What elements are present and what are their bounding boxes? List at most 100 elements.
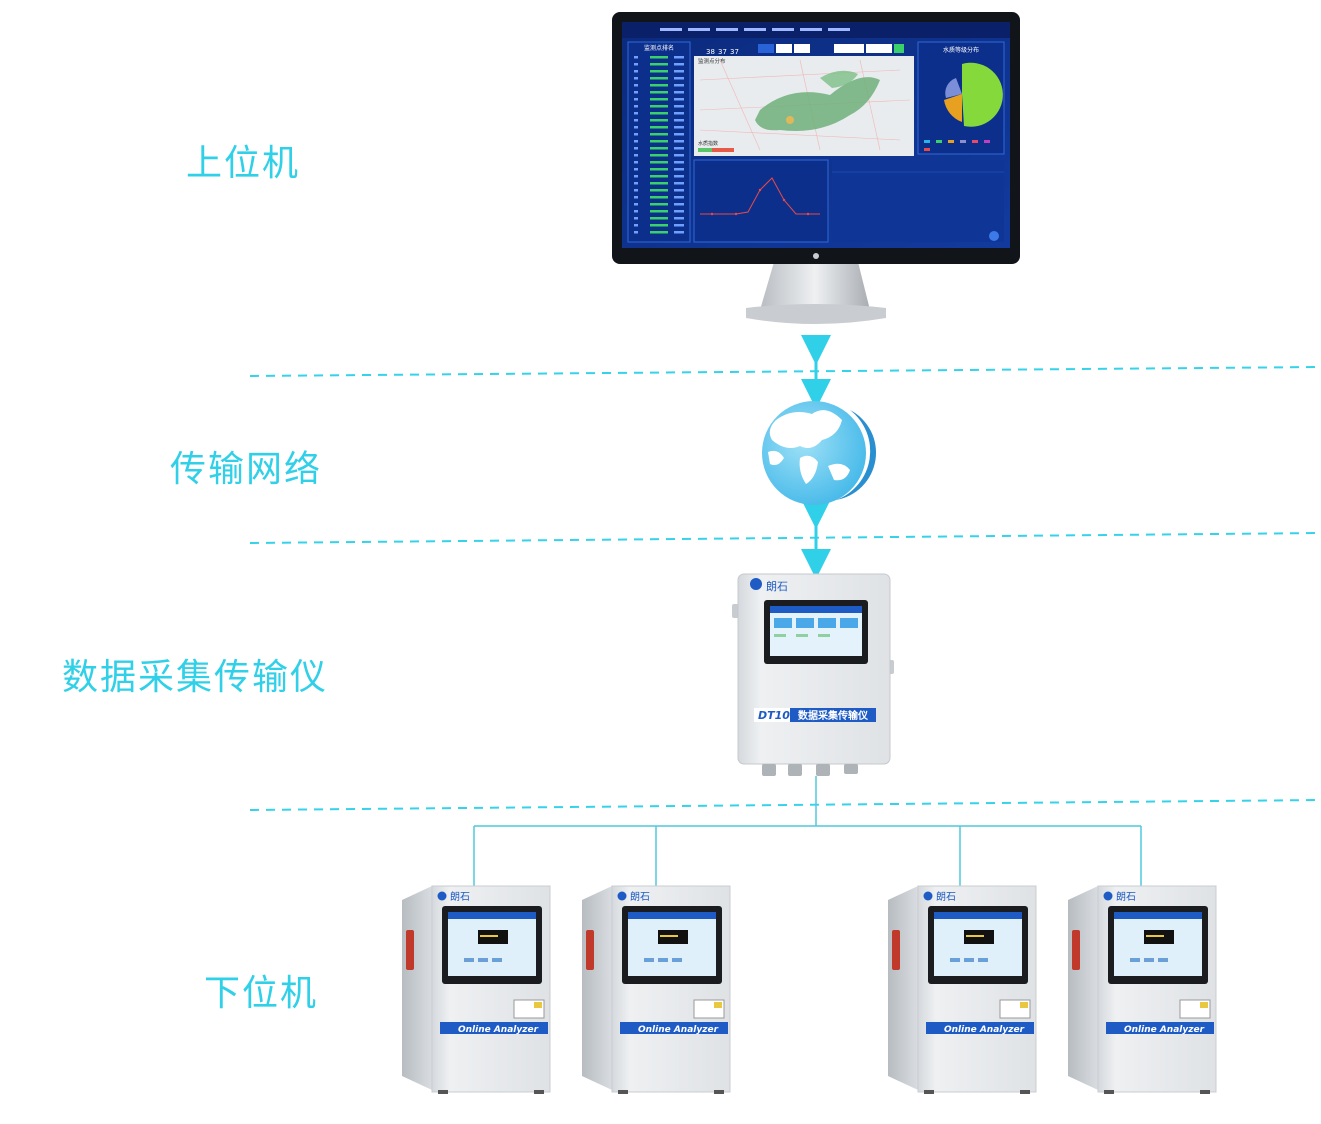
monitor-rank-row [634, 91, 638, 94]
monitor-rank-row [674, 196, 684, 199]
monitor-rank-row [650, 196, 668, 199]
separator-lines [249, 366, 1321, 811]
monitor-rank-row [674, 70, 684, 73]
monitor-counter-3: 37 [730, 48, 739, 56]
monitor-rank-row [650, 112, 668, 115]
monitor-rank-row [650, 224, 668, 227]
monitor-rank-row [634, 182, 638, 185]
monitor-rank-row [674, 91, 684, 94]
monitor-rank-row [634, 140, 638, 143]
analyzer-brand: 朗石 [450, 891, 470, 903]
monitor-rank-row [674, 224, 684, 227]
monitor-rank-row [674, 210, 684, 213]
monitor-rank-row [650, 105, 668, 108]
monitor-rank-row [650, 140, 668, 143]
dtu-device: 朗石 DT10 数据采集传输仪 [732, 573, 894, 776]
monitor-rank-row [650, 203, 668, 206]
monitor-counter-2: 37 [718, 48, 727, 56]
monitor-rank-row [674, 161, 684, 164]
monitor-rank-row [634, 154, 638, 157]
monitor-counter-1: 38 [706, 48, 715, 56]
monitor-rank-row [674, 98, 684, 101]
monitor-rank-row [674, 84, 684, 87]
monitor-rank-row [650, 70, 668, 73]
monitor-rank-row [650, 63, 668, 66]
monitor-rank-row [650, 147, 668, 150]
monitor-rank-row [674, 168, 684, 171]
monitor-map-legend: 水质指数 [698, 140, 718, 147]
monitor-rank-row [674, 56, 684, 59]
monitor-panel-title: 监测点排名 [644, 44, 674, 52]
monitor-rank-row [634, 112, 638, 115]
globe-icon [762, 401, 877, 505]
monitor-rank-row [634, 203, 638, 206]
monitor-rank-row [650, 98, 668, 101]
monitor-rank-row [674, 182, 684, 185]
analyzer-label: Online Analyzer [944, 1025, 1025, 1035]
monitor-rank-row [650, 210, 668, 213]
monitor-rank-row [634, 105, 638, 108]
analyzer-label: Online Analyzer [638, 1025, 719, 1035]
monitor-rank-row [634, 161, 638, 164]
monitor-rank-row [674, 126, 684, 129]
analyzer-label: Online Analyzer [458, 1025, 539, 1035]
analyzer-cabinet: 朗石 Online Analyzer [1068, 885, 1217, 1094]
monitor-rank-row [674, 77, 684, 80]
monitor-rank-row [650, 217, 668, 220]
analyzer-cabinet: 朗石 Online Analyzer [888, 885, 1037, 1094]
monitor-rank-row [650, 133, 668, 136]
dtu-model: DT10 [758, 709, 790, 722]
monitor-rank-row [650, 77, 668, 80]
layer-label-network: 传输网络 [170, 449, 323, 490]
analyzer-brand: 朗石 [936, 891, 956, 903]
monitor-rank-row [634, 133, 638, 136]
layer-label-dtu: 数据采集传输仪 [62, 657, 329, 698]
monitor-rank-row [650, 168, 668, 171]
layer-label-upper: 上位机 [186, 143, 301, 184]
analyzer-brand: 朗石 [1116, 891, 1136, 903]
monitor-rank-row [634, 56, 638, 59]
monitor-rank-row [634, 84, 638, 87]
monitor-rank-row [634, 231, 638, 234]
monitor-rank-row [634, 119, 638, 122]
monitor-rank-row [634, 189, 638, 192]
bus-connector-lines [473, 776, 1142, 888]
monitor-rank-row [674, 147, 684, 150]
monitor-rank-row [674, 119, 684, 122]
monitor-rank-row [674, 203, 684, 206]
monitor-rank-row [650, 84, 668, 87]
monitor-rank-row [650, 189, 668, 192]
monitor-map-title: 监测点分布 [698, 57, 726, 65]
monitor-rank-row [634, 147, 638, 150]
monitor-rank-row [634, 70, 638, 73]
monitor-rank-row [634, 126, 638, 129]
monitor-rank-row [650, 182, 668, 185]
monitor-rank-row [634, 175, 638, 178]
monitor-rank-row [634, 98, 638, 101]
upper-computer-monitor: 监测点排名 38 37 37 监测点分布 水质指数 水质等级分布 [612, 12, 1020, 324]
monitor-rank-row [674, 133, 684, 136]
monitor-rank-row [650, 126, 668, 129]
layer-label-lower: 下位机 [204, 973, 319, 1014]
monitor-rank-row [674, 217, 684, 220]
monitor-rank-row [650, 154, 668, 157]
monitor-rank-row [650, 56, 668, 59]
monitor-rank-row [674, 140, 684, 143]
analyzer-label: Online Analyzer [1124, 1025, 1205, 1035]
monitor-rank-row [634, 63, 638, 66]
monitor-rank-row [634, 217, 638, 220]
monitor-rank-row [634, 168, 638, 171]
monitor-rank-row [674, 105, 684, 108]
monitor-rank-row [634, 77, 638, 80]
monitor-rank-row [650, 161, 668, 164]
monitor-rank-row [674, 112, 684, 115]
monitor-rank-row [650, 91, 668, 94]
monitor-rank-row [674, 231, 684, 234]
analyzer-cabinet: 朗石 Online Analyzer [402, 885, 551, 1094]
monitor-rank-row [634, 196, 638, 199]
dtu-brand: 朗石 [766, 580, 788, 593]
monitor-rank-row [674, 154, 684, 157]
monitor-pie-title: 水质等级分布 [943, 46, 979, 54]
